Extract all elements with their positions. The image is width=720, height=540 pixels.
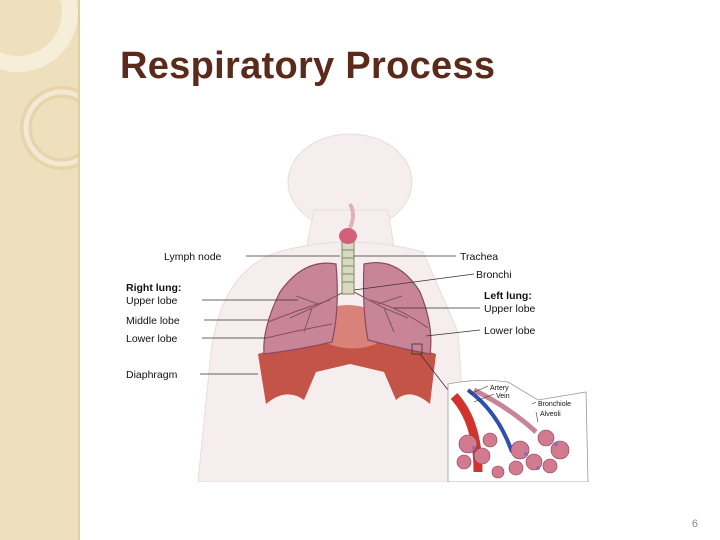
decorative-sidebar [0, 0, 80, 540]
label-lymph-node: Lymph node [164, 251, 222, 263]
label-alveoli: Alveoli [540, 411, 561, 418]
label-leader-lines [200, 255, 481, 375]
bronchial-tree [289, 291, 409, 333]
magnify-marker [411, 343, 423, 355]
lungs-illustration: Lymph node Trachea Bronchi Right lung: U… [126, 133, 589, 483]
ring-decoration-icon [0, 0, 78, 540]
airway-shape [348, 202, 355, 229]
label-bronchiole: Bronchiole [538, 401, 571, 408]
trachea-rings [342, 249, 354, 283]
label-left-lower-lobe: Lower lobe [484, 325, 536, 337]
label-artery: Artery [490, 385, 509, 392]
label-right-upper-lobe: Upper lobe [126, 295, 178, 307]
label-bronchi: Bronchi [476, 269, 512, 281]
alveoli-inset [447, 380, 589, 483]
larynx-shape [339, 228, 357, 244]
label-right-lung: Right lung: [126, 282, 181, 294]
label-middle-lobe: Middle lobe [126, 315, 180, 327]
label-trachea: Trachea [460, 251, 498, 263]
label-left-upper-lobe: Upper lobe [484, 303, 536, 315]
diaphragm-shape [258, 339, 436, 404]
label-vein: Vein [496, 393, 510, 400]
label-right-lower-lobe: Lower lobe [126, 333, 178, 345]
page-number: 6 [691, 518, 698, 530]
right-lung-shape [263, 262, 338, 355]
slide-title: Respiratory Process [120, 45, 496, 87]
label-left-lung: Left lung: [484, 290, 532, 302]
label-diaphragm: Diaphragm [126, 369, 178, 381]
respiratory-system-diagram: Lymph node Trachea Bronchi Right lung: U… [118, 132, 598, 483]
